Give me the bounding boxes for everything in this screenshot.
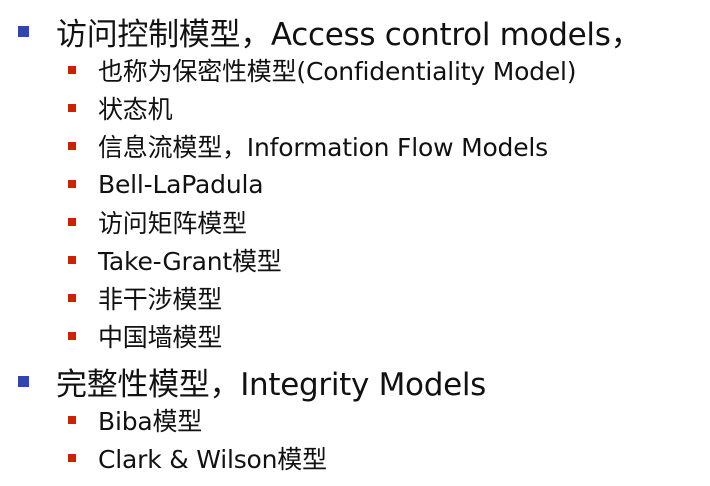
list-item: Bell-LaPadula [0, 165, 710, 203]
list-item-text: 也称为保密性模型(Confidentiality Model) [98, 57, 577, 86]
list-item-text: 访问矩阵模型 [98, 209, 247, 238]
square-bullet-icon [68, 454, 76, 462]
square-bullet-icon [68, 66, 76, 74]
list-item: Biba模型 [0, 401, 710, 439]
list-item: Take-Grant模型 [0, 241, 710, 279]
list-item-text: 信息流模型，Information Flow Models [98, 133, 548, 162]
list-item: 非干涉模型 [0, 279, 710, 317]
section-heading: 访问控制模型，Access control models， [56, 16, 642, 53]
square-bullet-icon [68, 218, 76, 226]
list-item-text: 状态机 [98, 95, 173, 124]
list-item-text: Biba模型 [98, 407, 203, 436]
list-item: 也称为保密性模型(Confidentiality Model) [0, 51, 710, 89]
list-item: 访问矩阵模型 [0, 203, 710, 241]
heading-row: 完整性模型，Integrity Models [0, 361, 710, 403]
heading-row: 访问控制模型，Access control models， [0, 11, 710, 53]
square-bullet-icon [68, 416, 76, 424]
square-bullet-icon [18, 25, 29, 37]
list-item-text: Take-Grant模型 [98, 247, 282, 276]
square-bullet-icon [68, 104, 76, 112]
list-item: 信息流模型，Information Flow Models [0, 127, 710, 165]
section-heading: 完整性模型，Integrity Models [56, 366, 487, 403]
list-item-text: 非干涉模型 [98, 285, 223, 314]
square-bullet-icon [68, 142, 76, 150]
square-bullet-icon [68, 332, 76, 340]
square-bullet-icon [68, 180, 76, 188]
list-item: 中国墙模型 [0, 317, 710, 355]
section-access-control-models: 访问控制模型，Access control models， 也称为保密性模型(C… [0, 11, 710, 355]
square-bullet-icon [68, 294, 76, 302]
list-item-text: Clark & Wilson模型 [98, 445, 327, 474]
square-bullet-icon [68, 256, 76, 264]
list-item: 状态机 [0, 89, 710, 127]
list-item: Clark & Wilson模型 [0, 439, 710, 477]
list-item-text: 中国墙模型 [98, 323, 223, 352]
list-item-text: Bell-LaPadula [98, 169, 264, 199]
section-integrity-models: 完整性模型，Integrity Models Biba模型 Clark & Wi… [0, 361, 710, 477]
square-bullet-icon [18, 375, 29, 387]
